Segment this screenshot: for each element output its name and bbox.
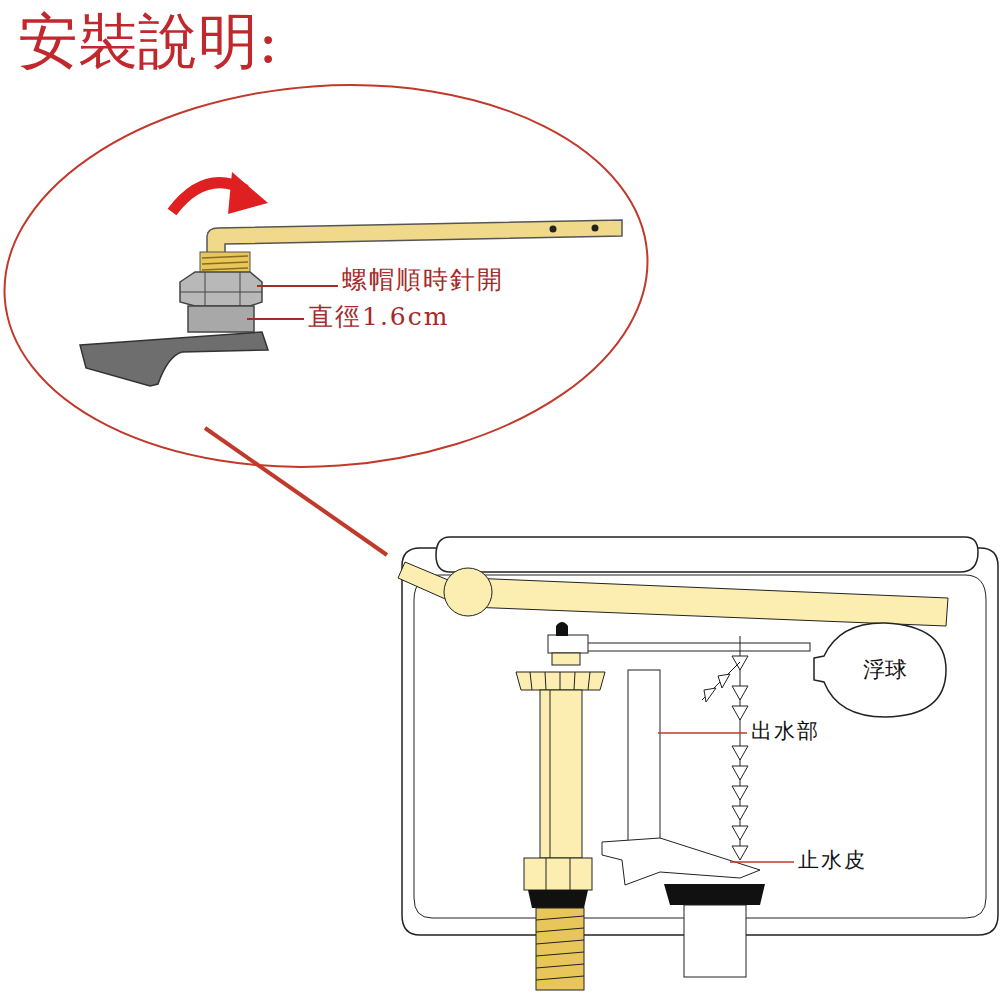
nut-edge [180,292,262,293]
lever-pivot [444,568,492,616]
valve-body [552,653,580,665]
dimension-label: 直徑1.6cm [308,303,449,331]
valve-thread [536,908,584,990]
trip-lever [470,578,948,626]
flush-seat [664,884,765,905]
leader-line [730,861,794,863]
detail-ellipse [0,64,660,488]
valve-cap [516,672,605,690]
arrow-head [228,172,268,214]
valve-nut [524,858,592,890]
lever-hole [592,225,599,232]
lever-arm [207,220,622,258]
valve-head [548,635,588,653]
valve-washer [528,890,588,908]
lever-hole [550,226,557,233]
leader-line [257,285,338,287]
handle [80,332,268,386]
leader-line [247,318,304,320]
nut-edge [240,272,241,306]
nut-edge [570,858,571,890]
tank-body [402,548,998,935]
part-label: 螺帽順時針開 [342,266,504,294]
detail-leader [205,428,387,555]
shank [188,306,254,332]
flush-pipe [684,905,746,977]
overflow-tube [628,670,660,842]
tank-lid [436,537,978,572]
node-label: 浮球 [863,655,907,685]
nut-edge [205,272,206,306]
part-label: 出水部 [751,720,820,743]
float-shape [814,623,946,717]
nut-edge [546,858,547,890]
thread-lines [202,256,248,270]
chain-links [704,674,730,702]
float-arm [575,643,810,651]
title: 安裝說明: [18,2,278,83]
leader-line [658,732,747,734]
valve-stem [540,690,582,858]
tank-inner [414,575,986,918]
stem-line [550,690,551,858]
valve-pin [556,622,568,636]
hex-nut [180,272,262,306]
thread-lines [536,916,584,980]
part-label: 止水皮 [798,849,867,872]
chain-links [732,656,748,860]
float-ball: 浮球 [810,620,950,720]
cap-ribs [530,672,590,690]
